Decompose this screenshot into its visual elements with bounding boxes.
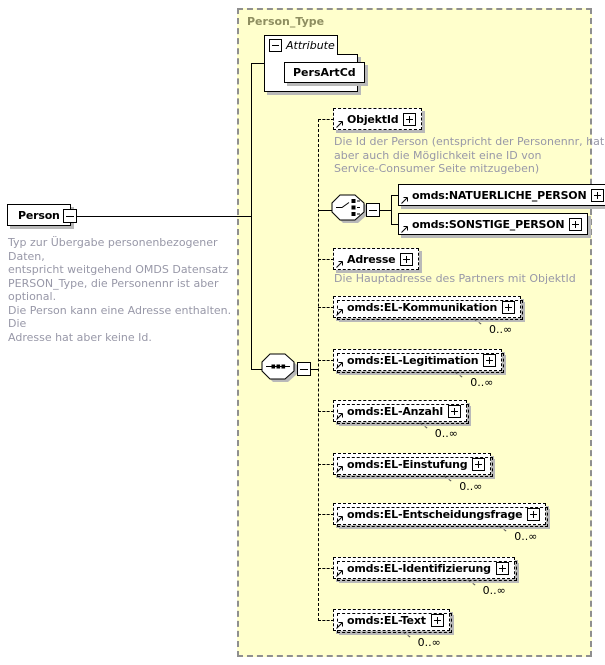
element-el-entscheidungsfrage[interactable]: omds:EL-Entscheidungsfrage 0..∞ — [333, 503, 549, 543]
element-el-einstufung[interactable]: omds:EL-Einstufung 0..∞ — [333, 453, 494, 493]
connector-line — [318, 464, 334, 465]
reference-arrow-icon — [335, 411, 345, 421]
reference-arrow-icon — [400, 224, 410, 234]
reference-arrow-icon — [335, 464, 345, 474]
expand-icon[interactable] — [483, 354, 497, 367]
element-natuerliche-person[interactable]: omds:NATUERLICHE_PERSON — [398, 184, 605, 206]
connector-line — [318, 119, 319, 621]
occurs-label: 0..∞ — [434, 427, 458, 440]
attribute-panel-header: Attribute — [286, 39, 335, 52]
connector-line — [311, 369, 319, 370]
element-person[interactable]: Person — [7, 204, 71, 226]
element-label: omds:EL-Entscheidungsfrage — [347, 508, 523, 521]
connector-line — [318, 210, 335, 211]
element-el-legitimation[interactable]: omds:EL-Legitimation 0..∞ — [333, 349, 505, 389]
element-label: omds:EL-Anzahl — [347, 405, 443, 418]
reference-arrow-icon — [335, 119, 345, 129]
element-label: Person — [18, 209, 60, 222]
connector-line — [318, 620, 334, 621]
element-label: ObjektId — [347, 113, 399, 126]
collapse-icon[interactable] — [63, 209, 77, 223]
expand-icon[interactable] — [495, 562, 509, 575]
element-el-identifizierung[interactable]: omds:EL-Identifizierung 0..∞ — [333, 557, 517, 597]
element-el-kommunikation[interactable]: omds:EL-Kommunikation 0..∞ — [333, 296, 524, 336]
collapse-icon[interactable] — [297, 362, 311, 376]
attribute-panel-tab[interactable]: Attribute — [264, 35, 338, 55]
sequence-icon[interactable] — [261, 353, 299, 384]
expand-icon[interactable] — [502, 301, 516, 314]
annotation-text: Die Hauptadresse des Partners mit Objekt… — [334, 272, 576, 285]
reference-arrow-icon — [335, 307, 345, 317]
reference-arrow-icon — [335, 259, 345, 269]
collapse-icon[interactable] — [269, 39, 282, 52]
reference-arrow-icon — [335, 568, 345, 578]
occurs-label: 0..∞ — [417, 636, 441, 649]
reference-arrow-icon — [335, 360, 345, 370]
expand-icon[interactable] — [430, 614, 444, 627]
choice-icon[interactable] — [331, 194, 369, 225]
element-el-text[interactable]: omds:EL-Text 0..∞ — [333, 609, 452, 649]
attribute-panel: PersArtCd — [264, 54, 365, 92]
attribute-label: PersArtCd — [293, 66, 356, 79]
occurs-label: 0..∞ — [488, 323, 513, 336]
connector-line — [391, 195, 392, 225]
element-label: omds:EL-Identifizierung — [347, 562, 491, 575]
container-title: Person_Type — [247, 15, 325, 28]
expand-icon[interactable] — [472, 458, 486, 471]
connector-line — [318, 568, 334, 569]
expand-icon[interactable] — [569, 218, 583, 231]
connector-line — [318, 360, 334, 361]
connector-line — [318, 307, 334, 308]
reference-arrow-icon — [335, 514, 345, 524]
collapse-icon[interactable] — [366, 203, 380, 217]
expand-icon[interactable] — [591, 189, 605, 202]
connector-line — [318, 411, 334, 412]
element-label: omds:EL-Legitimation — [347, 354, 479, 367]
element-label: omds:EL-Kommunikation — [347, 301, 498, 314]
expand-icon[interactable] — [400, 253, 414, 266]
element-objektid[interactable]: ObjektId — [333, 108, 423, 130]
element-label: omds:EL-Einstufung — [347, 458, 468, 471]
expand-icon[interactable] — [447, 405, 461, 418]
reference-arrow-icon — [400, 195, 410, 205]
element-label: omds:EL-Text — [347, 614, 426, 627]
connector-line — [318, 514, 334, 515]
element-label: omds:SONSTIGE_PERSON — [412, 218, 565, 231]
element-sonstige-person[interactable]: omds:SONSTIGE_PERSON — [398, 213, 589, 235]
connector-line — [391, 195, 399, 196]
occurs-label: 0..∞ — [482, 584, 506, 597]
attribute-persartcd[interactable]: PersArtCd — [284, 62, 365, 83]
connector-line — [251, 369, 266, 370]
connector-line — [318, 259, 334, 260]
occurs-label: 0..∞ — [514, 530, 538, 543]
connector-line — [380, 210, 392, 211]
annotation-text: Die Id der Person (entspricht der Person… — [334, 135, 605, 175]
reference-arrow-icon — [335, 620, 345, 630]
connector-line — [251, 63, 252, 370]
occurs-label: 0..∞ — [459, 480, 483, 493]
element-label: omds:NATUERLICHE_PERSON — [412, 189, 587, 202]
connector-line — [391, 224, 399, 225]
expand-icon[interactable] — [527, 508, 541, 521]
connector-line — [77, 216, 251, 217]
occurs-label: 0..∞ — [470, 376, 494, 389]
expand-icon[interactable] — [403, 113, 417, 126]
connector-line — [318, 119, 334, 120]
element-adresse[interactable]: Adresse — [333, 248, 420, 270]
element-label: Adresse — [347, 253, 396, 266]
connector-line — [251, 63, 265, 64]
element-el-anzahl[interactable]: omds:EL-Anzahl 0..∞ — [333, 400, 469, 440]
annotation-text: Typ zur Übergabe personenbezogener Daten… — [8, 236, 232, 344]
